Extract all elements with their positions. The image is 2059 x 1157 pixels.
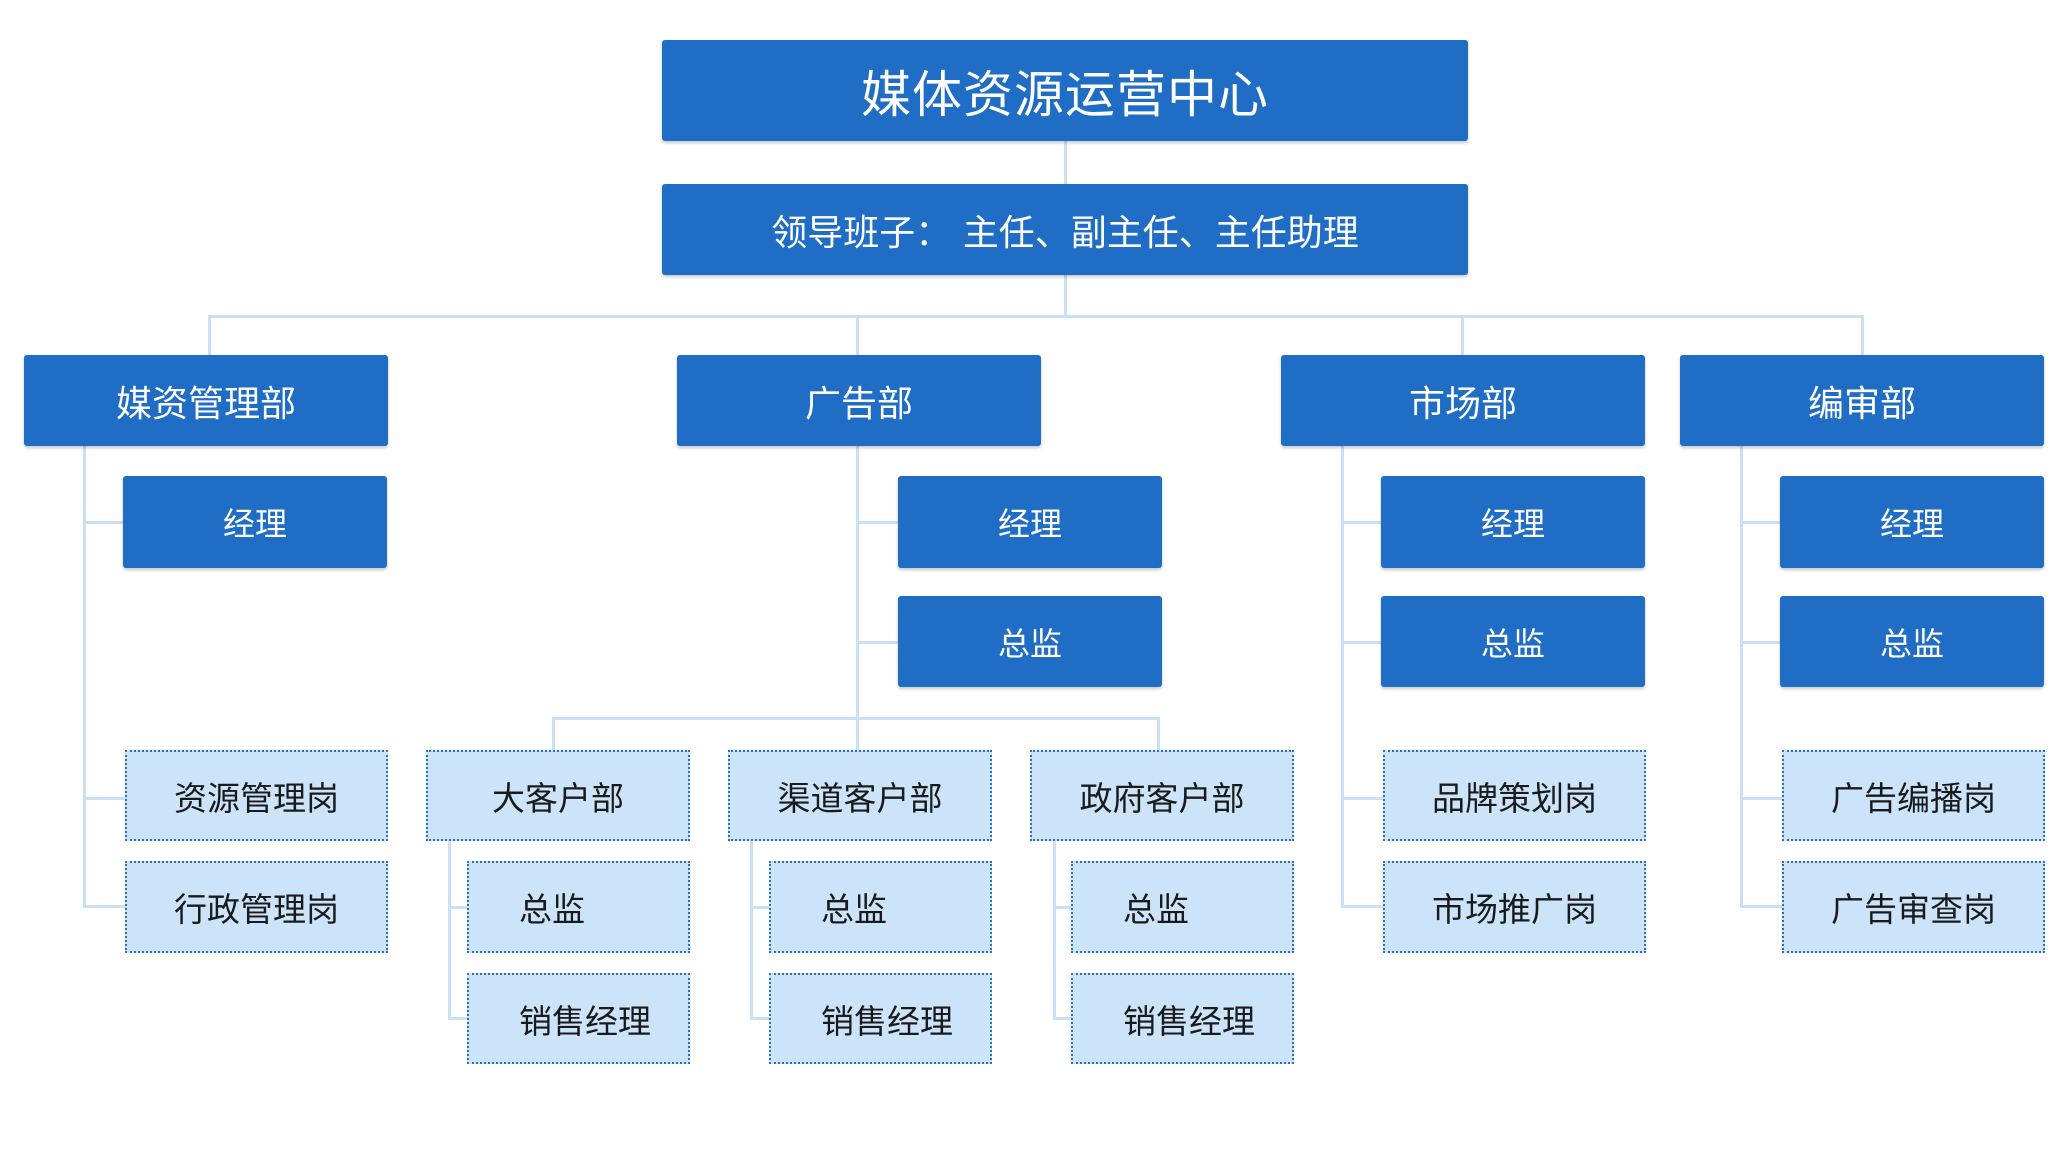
connector-line	[856, 315, 859, 355]
post-box-administration: 行政管理岗	[125, 861, 388, 953]
connector-line	[448, 906, 468, 909]
manager-box: 经理	[898, 476, 1162, 568]
connector-line	[448, 1017, 468, 1020]
connector-line	[83, 521, 123, 524]
connector-line	[1740, 521, 1780, 524]
connector-line	[83, 446, 86, 908]
manager-box: 经理	[123, 476, 387, 568]
director-box: 总监	[1381, 596, 1645, 687]
connector-line	[83, 797, 125, 800]
department-box-media-assets: 媒资管理部	[24, 355, 388, 446]
post-box-brand-planning: 品牌策划岗	[1383, 750, 1646, 841]
connector-line	[1064, 274, 1067, 317]
connector-line	[1341, 905, 1383, 908]
connector-line	[1740, 905, 1782, 908]
manager-box: 经理	[1780, 476, 2044, 568]
connector-line	[856, 521, 898, 524]
connector-line	[83, 905, 125, 908]
department-box-marketing: 市场部	[1281, 355, 1645, 446]
connector-line	[1740, 641, 1780, 644]
director-box: 总监	[898, 596, 1162, 687]
connector-line	[208, 315, 211, 355]
connector-line	[1341, 797, 1383, 800]
subdepartment-box-channel-accounts: 渠道客户部	[728, 750, 992, 841]
department-box-editorial-review: 编审部	[1680, 355, 2044, 446]
subdepartment-box-government-accounts: 政府客户部	[1030, 750, 1294, 841]
connector-line	[1740, 446, 1743, 908]
department-box-advertising: 广告部	[677, 355, 1041, 446]
subdepartment-director-box: 总监	[769, 861, 992, 953]
post-box-resource-management: 资源管理岗	[125, 750, 388, 841]
post-box-ad-broadcasting: 广告编播岗	[1782, 750, 2045, 841]
connector-line	[1053, 906, 1073, 909]
manager-box: 经理	[1381, 476, 1645, 568]
connector-line	[1341, 446, 1344, 908]
connector-line	[1861, 315, 1864, 355]
connector-line	[208, 315, 1864, 318]
subdepartment-sales-manager-box: 销售经理	[467, 973, 690, 1064]
post-box-market-promotion: 市场推广岗	[1383, 861, 1646, 953]
connector-line	[552, 717, 555, 751]
connector-line	[1157, 717, 1160, 751]
connector-line	[750, 840, 753, 1020]
subdepartment-box-key-accounts: 大客户部	[426, 750, 690, 841]
connector-line	[448, 840, 451, 1020]
connector-line	[856, 641, 898, 644]
connector-line	[1053, 840, 1056, 1020]
connector-line	[856, 446, 859, 720]
director-box: 总监	[1780, 596, 2044, 687]
connector-line	[1740, 797, 1782, 800]
connector-line	[856, 717, 859, 751]
center-title-box: 媒体资源运营中心	[662, 40, 1468, 141]
subdepartment-director-box: 总监	[467, 861, 690, 953]
subdepartment-sales-manager-box: 销售经理	[1071, 973, 1294, 1064]
connector-line	[1461, 315, 1464, 355]
connector-line	[1053, 1017, 1073, 1020]
connector-line	[1341, 641, 1381, 644]
connector-line	[750, 906, 770, 909]
leadership-box: 领导班子： 主任、副主任、主任助理	[662, 184, 1468, 275]
connector-line	[1064, 141, 1067, 184]
connector-line	[750, 1017, 770, 1020]
subdepartment-sales-manager-box: 销售经理	[769, 973, 992, 1064]
subdepartment-director-box: 总监	[1071, 861, 1294, 953]
connector-line	[1341, 521, 1381, 524]
post-box-ad-review: 广告审查岗	[1782, 861, 2045, 953]
